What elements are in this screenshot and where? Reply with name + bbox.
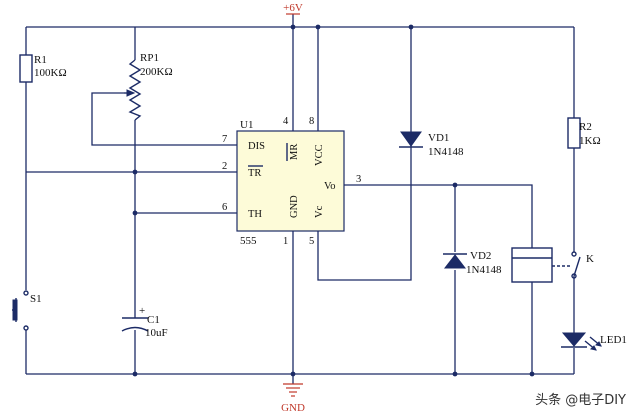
junction-pin4 — [290, 24, 296, 30]
r2-ref: R2 — [579, 121, 592, 133]
junction-threshold — [132, 210, 138, 216]
pin-mr-num: 4 — [283, 116, 289, 127]
vcc-label: +6V — [283, 2, 303, 14]
diode-vd1: VD1 1N4148 — [399, 130, 464, 158]
gnd-symbol: GND — [281, 383, 305, 414]
junction-trigger — [132, 169, 138, 175]
pin-tr-name: TR — [248, 168, 261, 179]
pin-dis-name: DIS — [248, 141, 265, 152]
u1-part: 555 — [240, 235, 257, 247]
rp1-wiper-arrow — [126, 89, 136, 97]
led-led1: LED1 — [561, 332, 627, 351]
vd2-triangle — [443, 254, 467, 269]
resistor-r1: R1 100KΩ — [19, 54, 67, 83]
c1-ref: C1 — [147, 314, 160, 326]
junction-gnd — [290, 371, 296, 377]
pin-vcc-num: 8 — [309, 116, 314, 127]
gnd-label: GND — [281, 402, 305, 414]
pin-gnd-num: 1 — [283, 236, 288, 247]
wires — [25, 14, 575, 384]
led1-triangle — [561, 332, 587, 347]
vd1-part: 1N4148 — [428, 146, 464, 158]
rp1-ref: RP1 — [140, 52, 159, 64]
switch-s1: S1 — [12, 290, 42, 331]
r2-value: 1KΩ — [579, 135, 601, 147]
pin-vc-num: 5 — [309, 236, 314, 247]
diode-vd2: VD2 1N4148 — [443, 250, 502, 276]
ic-body — [236, 130, 345, 232]
watermark: 头条 @电子DIY — [535, 393, 626, 408]
pin-vc-name: Vc — [314, 205, 325, 218]
potentiometer-rp1: RP1 200KΩ — [124, 52, 173, 121]
junction-vd1 — [408, 24, 414, 30]
k-ref: K — [586, 253, 594, 265]
relay-coil-top — [455, 184, 533, 248]
c1-value: 10uF — [145, 327, 168, 339]
resistor-r2: R2 1KΩ — [567, 117, 601, 149]
led1-ref: LED1 — [600, 334, 627, 346]
c1-polarity: + — [139, 305, 145, 317]
pin-dis-num: 7 — [222, 134, 227, 145]
rp1-zigzag — [128, 59, 142, 121]
pin-tr-num: 2 — [222, 161, 227, 172]
r1-ref: R1 — [34, 54, 47, 66]
pin-gnd-name: GND — [289, 195, 300, 218]
r1-value: 100KΩ — [34, 67, 67, 79]
vcc-symbol: +6V — [283, 2, 303, 15]
rp1-value: 200KΩ — [140, 66, 173, 78]
pin-vo-name: Vo — [324, 181, 335, 192]
vd2-ref: VD2 — [470, 250, 491, 262]
capacitor-c1: + C1 10uF — [121, 305, 168, 339]
pin5-wire — [317, 152, 412, 281]
u1-ref: U1 — [240, 119, 253, 131]
s1-ref: S1 — [30, 293, 42, 305]
junctions — [132, 24, 535, 377]
pin-vcc-name: VCC — [314, 144, 325, 166]
junction-vd2-bottom — [452, 371, 458, 377]
vd2-part: 1N4148 — [466, 264, 502, 276]
wiper-loop — [91, 92, 237, 146]
junction-coil-bottom — [529, 371, 535, 377]
junction-c1 — [132, 371, 138, 377]
junction-pin8 — [315, 24, 321, 30]
ic-u1-555: U1 555 DIS 7 TR 2 TH 6 MR 4 VCC 8 Vo 3 G… — [222, 116, 361, 247]
junction-output — [452, 182, 458, 188]
vd1-ref: VD1 — [428, 132, 449, 144]
relay-contact-k: K — [571, 251, 594, 279]
relay-coil — [511, 247, 570, 283]
pin-th-num: 6 — [222, 202, 227, 213]
pin-vo-num: 3 — [356, 174, 361, 185]
pin-th-name: TH — [248, 209, 262, 220]
pin-mr-name: MR — [289, 144, 300, 160]
